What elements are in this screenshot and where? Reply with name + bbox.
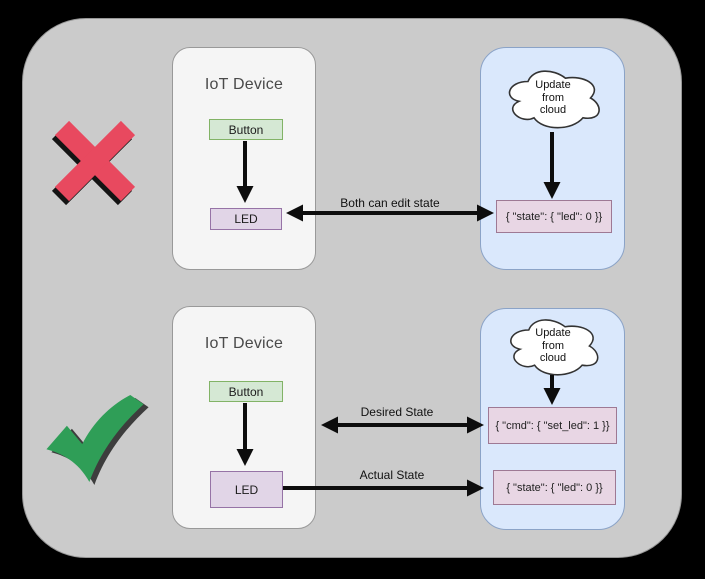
state-json-text: { "state": { "led": 0 }} bbox=[505, 210, 603, 223]
cmd-json-text: { "cmd": { "set_led": 1 }} bbox=[495, 419, 610, 432]
led-label: LED bbox=[234, 482, 259, 497]
desired-state-arrow-label: Desired State bbox=[360, 405, 434, 419]
cloud-icon: Update from cloud bbox=[503, 314, 603, 378]
actual-state-arrow-label: Actual State bbox=[359, 468, 425, 482]
cloud-label: Update from cloud bbox=[535, 326, 571, 365]
cloud-label: Update from cloud bbox=[535, 78, 571, 117]
button-label: Button bbox=[228, 122, 264, 137]
state-json-box: { "state": { "led": 0 }} bbox=[496, 200, 612, 233]
device-box-right: IoT Device Button LED bbox=[172, 306, 316, 529]
led-component: LED bbox=[210, 208, 282, 230]
cloud-panel-wrong: Update from cloud { "state": { "led": 0 … bbox=[480, 47, 625, 270]
both-edit-arrow-label: Both can edit state bbox=[340, 196, 440, 210]
device-box-wrong: IoT Device Button LED bbox=[172, 47, 316, 270]
button-component: Button bbox=[209, 119, 283, 140]
state-json-text: { "state": { "led": 0 }} bbox=[506, 481, 603, 494]
device-title: IoT Device bbox=[204, 76, 284, 93]
device-title: IoT Device bbox=[204, 335, 284, 352]
x-mark-icon bbox=[52, 118, 138, 204]
led-component: LED bbox=[210, 471, 283, 508]
cloud-panel-right: Update from cloud { "cmd": { "set_led": … bbox=[480, 308, 625, 530]
button-component: Button bbox=[209, 381, 283, 402]
state-json-box: { "state": { "led": 0 }} bbox=[493, 470, 616, 505]
cloud-icon: Update from cloud bbox=[503, 65, 603, 131]
check-mark-icon bbox=[40, 394, 148, 484]
button-label: Button bbox=[228, 384, 264, 399]
led-label: LED bbox=[234, 212, 258, 226]
cmd-json-box: { "cmd": { "set_led": 1 }} bbox=[488, 407, 617, 444]
